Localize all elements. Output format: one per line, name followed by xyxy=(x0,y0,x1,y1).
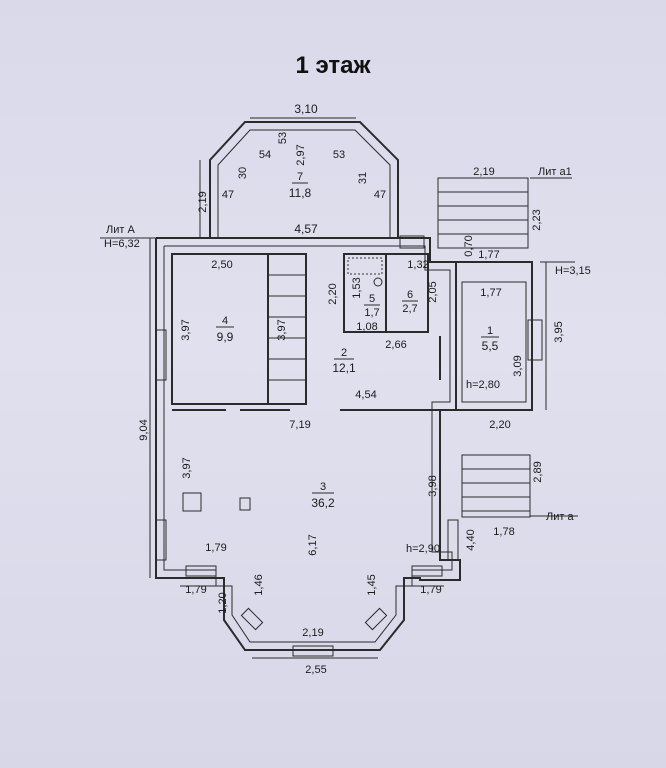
room-1-inner xyxy=(461,281,527,403)
dimension-label: 11,8 xyxy=(289,186,312,200)
dimension-label: 47 xyxy=(222,189,234,201)
dimension-label: 4,40 xyxy=(465,529,477,550)
dimension-label: 3,95 xyxy=(553,321,565,342)
dimension-label: 0,70 xyxy=(463,235,475,256)
dimension-label: 1,77 xyxy=(478,249,499,261)
room-1-label: 1 5,5 xyxy=(481,325,499,353)
floor-title: 1 этаж xyxy=(295,52,371,79)
room-1-wall xyxy=(455,261,533,411)
dimension-label: 47 xyxy=(374,189,386,201)
dimension-label: 53 xyxy=(277,132,289,144)
room-4-label: 4 9,9 xyxy=(216,315,234,344)
dimension-label: 54 xyxy=(259,149,271,161)
porch-a-steps xyxy=(461,454,531,518)
dimension-label: 6 xyxy=(407,289,413,301)
dimension-label: 1,46 xyxy=(253,574,265,595)
dimension-label: 2,7 xyxy=(402,303,417,315)
dimension-label: 4,54 xyxy=(355,389,376,401)
dimension-label: 31 xyxy=(357,172,369,184)
lit-a1: Лит а1 xyxy=(538,166,572,178)
room-3-label: 3 36,2 xyxy=(311,481,335,510)
room-6-label: 6 2,7 xyxy=(402,289,418,315)
height-upper: H=6,32 xyxy=(104,238,140,250)
dimension-label: 2,19 xyxy=(473,166,494,178)
dimension-label: 1,32 xyxy=(407,259,428,271)
windows xyxy=(155,235,459,657)
dimension-label: 1,79 xyxy=(185,584,206,596)
dimension-label: 2,19 xyxy=(302,627,323,639)
dimension-label: 2,50 xyxy=(211,259,232,271)
porch-a1-steps xyxy=(437,177,529,249)
dimension-label: 3,98 xyxy=(427,475,439,496)
dimension-label: 2 xyxy=(341,347,347,359)
dimension-label: 6,17 xyxy=(307,534,319,555)
dimension-label: 2,20 xyxy=(327,283,339,304)
dimension-label: 1,77 xyxy=(480,287,501,299)
dimension-label: 1 xyxy=(487,325,493,337)
room-7-label: 7 11,8 xyxy=(289,171,312,200)
dimension-label: 36,2 xyxy=(311,496,335,510)
dimension-lines xyxy=(100,117,578,659)
dimension-label: 1,45 xyxy=(366,574,378,595)
dimension-label: 1,08 xyxy=(356,321,377,333)
stove-fixture xyxy=(182,492,202,512)
dimension-label: 7 xyxy=(297,171,303,183)
dimension-label: 9,04 xyxy=(138,419,150,440)
dimension-label: 4 xyxy=(222,315,228,327)
dimension-label: 2,20 xyxy=(489,419,510,431)
dimension-label: 2,05 xyxy=(427,281,439,302)
dimension-label: 3 xyxy=(320,481,326,493)
height-a1: H=3,15 xyxy=(555,265,591,277)
dimension-label: 3,97 xyxy=(181,457,193,478)
lit-a-upper: Лит А xyxy=(106,224,135,236)
height-room-3: h=2,90 xyxy=(406,543,440,555)
dimension-labels: 3,10 53 54 2,97 53 30 31 2,19 47 47 4,57… xyxy=(138,102,565,676)
dimension-label: 2,66 xyxy=(385,339,406,351)
dimension-label: 1,79 xyxy=(205,542,226,554)
fixture-box xyxy=(239,497,251,511)
dimension-label: 2,97 xyxy=(295,144,307,165)
dimension-label: 5,5 xyxy=(482,339,499,353)
dimension-label: 1,7 xyxy=(364,307,379,319)
dimension-label: 9,9 xyxy=(217,330,234,344)
dimension-label: 30 xyxy=(237,167,249,179)
dimension-label: 3,97 xyxy=(276,319,288,340)
dimension-label: 53 xyxy=(333,149,345,161)
room-5-label: 5 1,7 xyxy=(364,293,380,319)
lit-a-lower: Лит а xyxy=(546,511,574,523)
dimension-label: 7,19 xyxy=(289,419,310,431)
room-1-window xyxy=(527,319,543,361)
dimension-label: 12,1 xyxy=(332,361,356,375)
dimension-label: 3,10 xyxy=(294,102,318,116)
dimension-label: 1,78 xyxy=(493,526,514,538)
dimension-label: 3,97 xyxy=(180,319,192,340)
dimension-label: 3,09 xyxy=(512,355,524,376)
dimension-label: 2,19 xyxy=(197,191,209,212)
dimension-label: 4,57 xyxy=(294,222,318,236)
dimension-label: 1,20 xyxy=(217,592,229,613)
interior-partitions xyxy=(171,253,441,411)
dimension-label: 1,53 xyxy=(351,277,363,298)
dimension-label: 2,23 xyxy=(531,209,543,230)
room-2-label: 2 12,1 xyxy=(332,347,356,375)
dimension-label: 2,55 xyxy=(305,664,326,676)
dimension-label: 1,79 xyxy=(420,584,441,596)
dimension-label: 2,89 xyxy=(532,461,544,482)
dimension-label: 5 xyxy=(369,293,375,305)
height-room-1: h=2,80 xyxy=(466,379,500,391)
